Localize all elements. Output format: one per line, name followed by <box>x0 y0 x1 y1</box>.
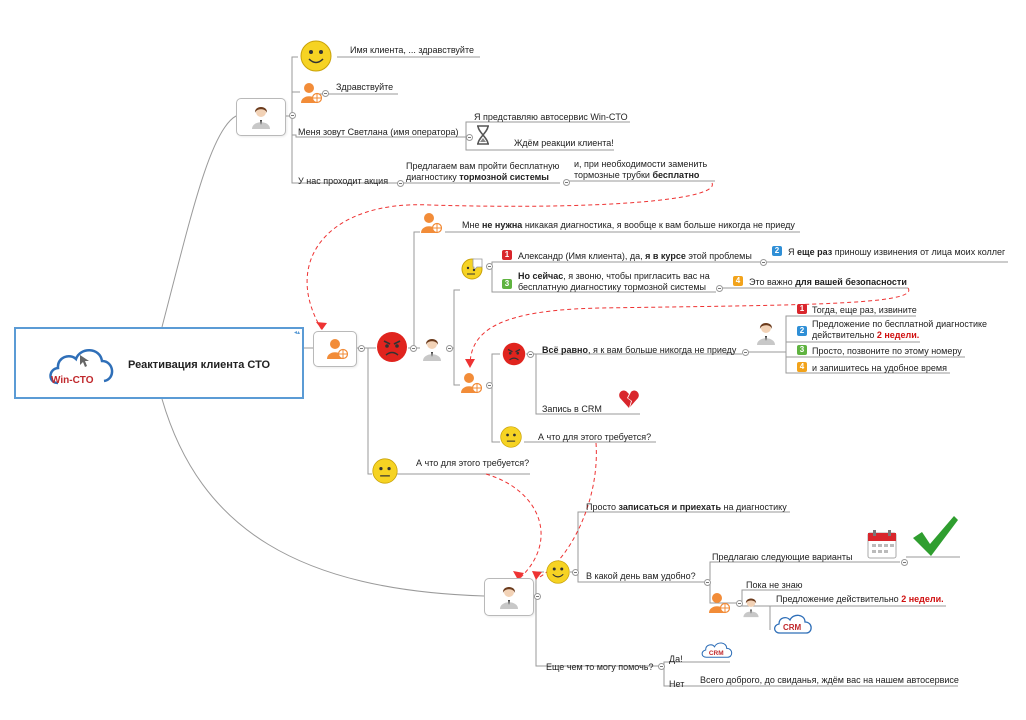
crm-cloud-icon: Win-CTO <box>49 349 114 386</box>
operator-icon <box>252 107 270 129</box>
broken-heart-icon <box>619 390 639 408</box>
node-once-more: Я еще раз приношу извинения от лица моих… <box>788 247 1006 257</box>
client-node-middle[interactable] <box>313 331 357 367</box>
collapse-toggle[interactable] <box>572 569 579 576</box>
node-promo: У нас проходит акция <box>298 176 389 186</box>
client-icon <box>301 83 322 104</box>
node-crm-record: Запись в CRM <box>542 404 602 414</box>
node-anyway: Всё равно, я к вам больше никогда не при… <box>542 345 737 355</box>
priority-2-icon: 2 <box>797 326 807 336</box>
node-which-day: В какой день вам удобно? <box>586 571 696 581</box>
priority-3-icon: 3 <box>797 345 807 355</box>
calendar-icon <box>867 530 897 559</box>
node-aware: Александр (Имя клиента), да, я в курсе э… <box>518 251 752 261</box>
collapse-toggle[interactable] <box>446 345 453 352</box>
smiley-neutral-icon <box>500 426 522 448</box>
root-corner-marker: ◂▴ <box>293 330 300 336</box>
collapse-toggle[interactable] <box>760 259 767 266</box>
operator-node-top[interactable] <box>236 98 286 136</box>
operator-icon <box>423 339 441 361</box>
node-greet-client: Имя клиента, ... здравствуйте <box>350 45 474 55</box>
collapse-toggle[interactable] <box>358 345 365 352</box>
crm-label: CRM <box>783 623 802 632</box>
priority-2-icon: 2 <box>772 246 782 256</box>
priority-1-icon: 1 <box>502 250 512 260</box>
collapse-toggle[interactable] <box>563 179 570 186</box>
priority-4-icon: 4 <box>733 276 743 286</box>
node-just: Просто записаться и приехать на диагност… <box>586 502 787 512</box>
collapse-toggle[interactable] <box>704 579 711 586</box>
node-offer-variants: Предлагаю следующие варианты <box>712 552 853 562</box>
priority-4-icon: 4 <box>797 362 807 372</box>
collapse-toggle[interactable] <box>486 382 493 389</box>
smiley-angry-icon <box>502 342 526 366</box>
collapse-toggle[interactable] <box>527 351 534 358</box>
root-node[interactable]: Win-CTO Реактивация клиента СТО ◂▴ <box>14 327 304 399</box>
collapse-toggle[interactable] <box>901 559 908 566</box>
node-yes: Да! <box>669 654 683 664</box>
client-icon <box>461 373 482 394</box>
node-call-later: Просто, позвоните по этому номеру <box>812 346 962 356</box>
node-wait: Ждём реакции клиента! <box>514 138 614 148</box>
operator-node-bottom[interactable] <box>484 578 534 616</box>
node-what-required-2: А что для этого требуется? <box>416 458 530 468</box>
collapse-toggle[interactable] <box>736 600 743 607</box>
crm-label: CRM <box>709 650 724 657</box>
node-no-need: Мне не нужна никакая диагностика, я вооб… <box>462 220 795 230</box>
crm-cloud-icon: CRM <box>773 614 812 634</box>
smiley-neutral-icon <box>372 458 398 484</box>
client-icon <box>421 213 442 234</box>
thinking-smiley-icon <box>461 258 483 280</box>
smiley-angry-icon <box>377 332 407 362</box>
collapse-toggle[interactable] <box>486 263 493 270</box>
collapse-toggle[interactable] <box>534 593 541 600</box>
collapse-toggle[interactable] <box>397 180 404 187</box>
operator-icon <box>500 587 518 609</box>
collapse-toggle[interactable] <box>716 285 723 292</box>
node-then-sorry: Тогда, еще раз, извините <box>812 305 917 315</box>
node-no: Нет <box>669 679 685 689</box>
crm-cloud-icon: CRM <box>701 642 733 658</box>
client-icon <box>709 593 730 614</box>
node-but-now: Но сейчас, я звоню, чтобы пригласить вас… <box>518 271 710 292</box>
smiley-happy-icon <box>546 560 570 584</box>
node-what-required-1: А что для этого требуется? <box>538 432 652 442</box>
collapse-toggle[interactable] <box>658 663 665 670</box>
collapse-toggle[interactable] <box>289 112 296 119</box>
priority-3-icon: 3 <box>502 279 512 289</box>
node-hello: Здравствуйте <box>336 82 394 92</box>
node-my-name: Меня зовут Светлана (имя оператора) <box>298 127 459 137</box>
collapse-toggle[interactable] <box>322 90 329 97</box>
node-sign-up: и запишитесь на удобное время <box>812 363 947 373</box>
priority-1-icon: 1 <box>797 304 807 314</box>
node-dont-know: Пока не знаю <box>746 580 803 590</box>
client-icon <box>327 339 348 360</box>
node-safety: Это важно для вашей безопасности <box>749 277 907 287</box>
node-anything-else: Еще чем то могу помочь? <box>546 662 654 672</box>
operator-icon <box>757 323 775 345</box>
collapse-toggle[interactable] <box>410 345 417 352</box>
collapse-toggle[interactable] <box>466 134 473 141</box>
hourglass-icon <box>477 125 489 145</box>
logo-text: Win-CTO <box>51 375 94 386</box>
checkmark-icon <box>913 516 958 556</box>
node-goodbye: Всего доброго, до свиданья, ждём вас на … <box>700 675 959 685</box>
operator-icon <box>743 598 759 618</box>
node-represent: Я представляю автосервис Win-CTO <box>474 112 628 122</box>
root-title: Реактивация клиента СТО <box>128 359 271 371</box>
collapse-toggle[interactable] <box>742 349 749 356</box>
smiley-happy-icon <box>300 40 332 72</box>
node-valid-two-weeks: Предложение действительно 2 недели. <box>776 594 944 604</box>
